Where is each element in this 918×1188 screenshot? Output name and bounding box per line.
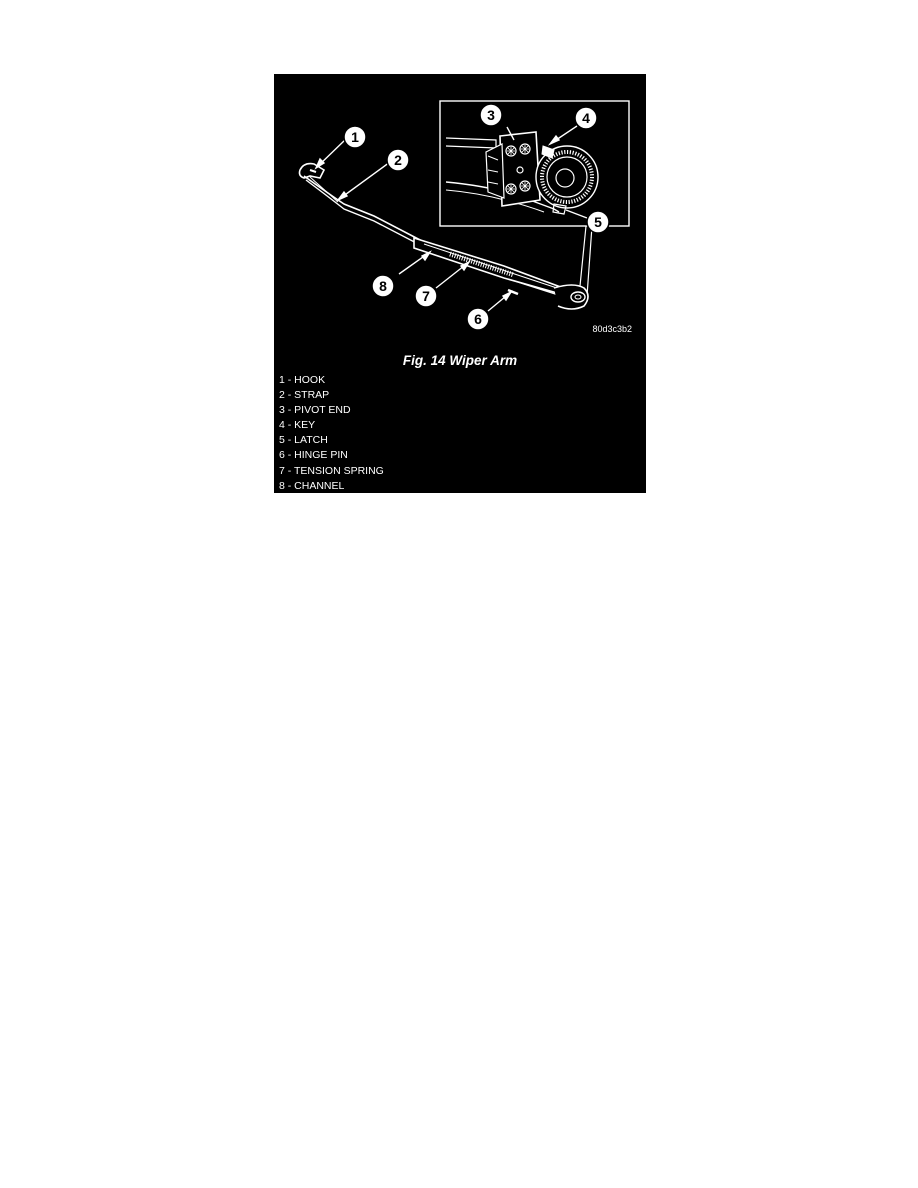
rivet-cross <box>521 182 529 190</box>
inset-channel-upper <box>445 137 497 149</box>
wiper-arm-illustration: 1 2 3 4 5 6 7 <box>298 100 632 334</box>
callout-7-label: 7 <box>422 288 430 304</box>
pivot-spline-inner <box>546 156 588 198</box>
inset-leader-lines <box>578 225 593 297</box>
callout-6: 6 <box>466 307 490 331</box>
pivot-spline-teeth <box>540 150 594 204</box>
detail-inset <box>439 100 630 297</box>
rivet-cross <box>521 145 529 153</box>
arm-pivot-hole-inner <box>574 294 582 300</box>
leader-2 <box>337 161 391 201</box>
callout-8-label: 8 <box>379 278 387 294</box>
callout-5: 5 <box>586 210 610 234</box>
callout-leaders <box>314 125 588 312</box>
rivet <box>505 183 517 195</box>
legend-item: 2 - STRAP <box>279 389 330 402</box>
hinge-pin <box>507 288 519 296</box>
rivet-cross <box>507 185 515 193</box>
callout-3-label: 3 <box>487 107 495 123</box>
leader-7-arrow <box>459 260 471 272</box>
latch <box>552 203 567 215</box>
legend-list: 1 - HOOK 2 - STRAP 3 - PIVOT END 4 - KEY… <box>279 373 384 494</box>
channel-edge <box>423 243 570 293</box>
callout-2-label: 2 <box>394 152 402 168</box>
rivet <box>505 145 517 157</box>
legend-item: 8 - CHANNEL <box>279 479 345 492</box>
callout-8: 8 <box>371 274 395 298</box>
image-code: 80d3c3b2 <box>592 324 632 334</box>
arm-pivot-hole <box>570 291 586 303</box>
callout-4-label: 4 <box>582 110 590 126</box>
callout-7: 7 <box>414 284 438 308</box>
strap-centerline <box>309 176 339 203</box>
leader-4-arrow <box>547 134 561 146</box>
leader-5 <box>565 209 588 219</box>
figure-caption: Fig. 14 Wiper Arm <box>402 353 518 368</box>
callout-6-label: 6 <box>474 311 482 327</box>
callout-1: 1 <box>343 125 367 149</box>
pivot-end-plate <box>499 131 541 207</box>
pivot-bore <box>555 168 575 188</box>
callout-3: 3 <box>479 103 503 127</box>
legend-item: 6 - HINGE PIN <box>279 449 348 462</box>
rivet <box>519 143 531 155</box>
inset-channel-edge <box>445 189 545 213</box>
pivot-end-hatch <box>487 155 499 185</box>
leader-1-arrow <box>314 157 326 170</box>
callout-4: 4 <box>574 106 598 130</box>
leader-8-arrow <box>420 250 432 262</box>
callout-5-label: 5 <box>594 214 602 230</box>
callout-1-label: 1 <box>351 129 359 145</box>
wiper-arm-figure: 1 2 3 4 5 6 7 <box>274 74 646 493</box>
leader-3 <box>506 126 515 141</box>
legend-item: 7 - TENSION SPRING <box>279 464 384 477</box>
key <box>541 145 555 159</box>
leader-6-arrow <box>501 290 513 302</box>
callout-2: 2 <box>386 148 410 172</box>
callout-bubbles: 1 2 3 4 5 6 7 <box>343 103 610 331</box>
leader-2-arrow <box>335 190 349 202</box>
legend-item: 5 - LATCH <box>279 434 328 447</box>
rivet <box>519 180 531 192</box>
legend-item: 1 - HOOK <box>279 374 326 386</box>
legend-item: 4 - KEY <box>279 419 316 432</box>
legend-item: 3 - PIVOT END <box>279 404 351 417</box>
rivet-cross <box>507 147 515 155</box>
rivet <box>516 166 524 174</box>
hook-slot <box>309 169 317 173</box>
